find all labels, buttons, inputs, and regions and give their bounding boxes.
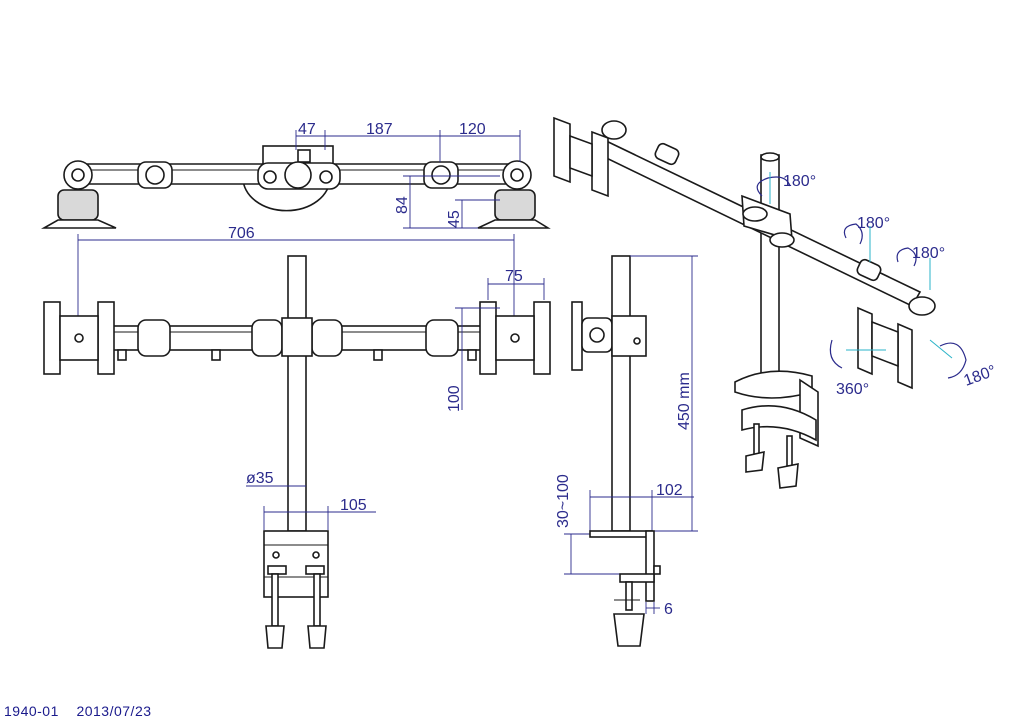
rotation-label-4: 360°: [836, 381, 869, 398]
front-view-screw-right: [313, 573, 321, 627]
dim-desk-range: 30~100: [555, 474, 572, 528]
top-view: [40, 145, 551, 229]
dim-top-47: 47: [298, 121, 316, 138]
side-view-screw: [625, 581, 633, 611]
front-view: 706 75 100 ø35 105: [43, 225, 551, 649]
side-view-clamp-back: [645, 530, 655, 602]
dim-side-6: 6: [664, 601, 673, 618]
side-view-clamp-top: [589, 530, 653, 538]
footer-date: 2013/07/23: [76, 703, 152, 719]
iso-plate-left-b: [591, 130, 609, 198]
rotation-arrow-4: [829, 339, 843, 369]
footer-model: 1940-01: [4, 703, 59, 719]
dim-plate-75: 75: [505, 268, 523, 285]
iso-plate-right-a: [857, 306, 873, 376]
top-view-plate-left: [40, 219, 117, 229]
rotation-arrow-2: [843, 223, 863, 245]
iso-clamp-top: [734, 370, 813, 399]
rotation-label-3: 180°: [912, 245, 945, 262]
front-view-screw-left: [271, 573, 279, 627]
front-view-plate-left-a: [43, 301, 61, 375]
front-view-hub: [281, 317, 313, 357]
iso-knob-left: [745, 450, 765, 473]
side-view-knob: [613, 613, 645, 647]
rotation-label-5: 180°: [962, 362, 999, 389]
top-view-plate-right: [477, 219, 551, 229]
dim-width-706: 706: [228, 225, 255, 242]
dim-clamp-105: 105: [340, 497, 367, 514]
iso-knob-right: [777, 463, 799, 489]
front-view-pole: [287, 255, 307, 532]
top-view-dimensions: 47 187 120 84 45: [295, 121, 521, 229]
isometric-view: 180° 180° 180° 360° 180°: [553, 116, 999, 489]
front-view-knob-right: [307, 625, 327, 649]
front-view-joint-4: [425, 319, 459, 357]
dim-top-84: 84: [394, 196, 411, 214]
front-view-knob-left: [265, 625, 285, 649]
dim-height-450: 450 mm: [676, 372, 693, 430]
rotation-arrow-1: [756, 176, 791, 197]
side-view-plate: [571, 301, 583, 371]
dim-side-102: 102: [656, 482, 683, 499]
footer: 1940-01 2013/07/23: [4, 703, 152, 719]
rotation-arrow-3: [896, 247, 917, 267]
iso-plate-left-a: [553, 116, 571, 184]
top-view-knob: [297, 149, 311, 163]
front-view-joint-1: [137, 319, 171, 357]
rotation-label-2: 180°: [857, 215, 890, 232]
dim-pole-diameter: ø35: [246, 470, 274, 487]
dim-top-45: 45: [446, 210, 463, 228]
dim-top-187: 187: [366, 121, 393, 138]
front-view-joint-3: [311, 319, 343, 357]
rotation-label-1: 180°: [783, 173, 816, 190]
rotation-arrow-5: [939, 342, 967, 379]
front-view-plate-right-b: [533, 301, 551, 375]
front-view-joint-2: [251, 319, 283, 357]
top-view-tilt-right: [494, 189, 536, 221]
side-view: 450 mm 102 30~100 6: [555, 255, 698, 647]
front-view-plate-right-a: [479, 301, 497, 375]
top-view-tilt-left: [57, 189, 99, 221]
dim-top-120: 120: [459, 121, 486, 138]
side-view-pole: [611, 255, 631, 532]
front-view-plate-left-b: [97, 301, 115, 375]
side-view-clamp-foot: [619, 573, 655, 583]
dim-plate-100: 100: [446, 385, 463, 412]
iso-plate-right-b: [897, 322, 913, 390]
side-view-joint: [611, 315, 647, 357]
